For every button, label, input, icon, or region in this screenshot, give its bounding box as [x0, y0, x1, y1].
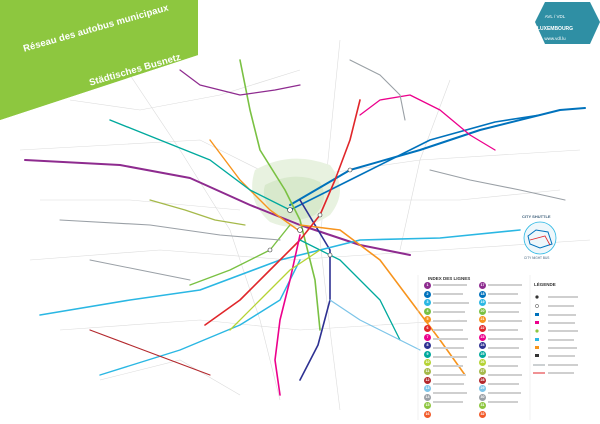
city-night-bus-label: CITY NIGHT BUS [524, 256, 550, 260]
index-rows [433, 284, 523, 403]
line-badge-32[interactable]: 32 [479, 411, 486, 418]
line-badge-30[interactable]: 30 [479, 393, 486, 401]
line-grey-c [429, 169, 566, 201]
city-logo: AVL / VDL LUXEMBOURG www.vdl.lu [526, 8, 584, 48]
line-badge-18[interactable]: 18 [479, 290, 486, 298]
legend-rows [548, 296, 578, 374]
line-badge-16[interactable]: 16 [424, 411, 431, 418]
line-badge-13[interactable]: 13 [424, 385, 431, 393]
legend-title: LÉGENDE [534, 282, 556, 287]
line-olive [149, 199, 246, 226]
line-badge-2[interactable]: 2 [424, 290, 431, 298]
line-lightblue [329, 299, 421, 351]
line-badge-24[interactable]: 24 [479, 342, 486, 350]
line-badge-15[interactable]: 15 [424, 402, 431, 410]
bus-lines [24, 59, 586, 396]
line-grey-a [59, 219, 281, 241]
logo-url: www.vdl.lu [544, 36, 566, 41]
line-badge-28[interactable]: 28 [479, 376, 486, 384]
line-badge-3[interactable]: 3 [424, 299, 431, 307]
line-teal [109, 119, 291, 211]
line-lime [229, 249, 321, 331]
line-badge-29[interactable]: 29 [479, 385, 486, 393]
line-badge-5[interactable]: 5 [424, 316, 431, 324]
line-badge-26[interactable]: 26 [479, 359, 486, 367]
background-streets [19, 39, 591, 411]
line-badge-6[interactable]: 6 [424, 325, 431, 332]
line-badge-20[interactable]: 20 [479, 307, 486, 315]
city-shuttle-inset [523, 221, 557, 255]
line-orange-2 [209, 139, 299, 231]
line-green [239, 59, 321, 331]
line-purple-2 [179, 69, 301, 96]
line-grey-d [89, 259, 191, 281]
line-badge-17[interactable]: 17 [479, 282, 486, 289]
city-centre-area [263, 176, 324, 220]
line-badge-12[interactable]: 12 [424, 376, 431, 384]
line-badge-11[interactable]: 11 [424, 368, 431, 375]
line-badge-27[interactable]: 27 [479, 368, 486, 375]
hub-stops [267, 167, 353, 258]
city-logo-badge [535, 2, 600, 44]
line-cyan-2 [99, 259, 301, 376]
line-grey-b [349, 59, 406, 121]
line-badge-4[interactable]: 4 [424, 307, 431, 315]
line-blue-2 [289, 114, 541, 211]
line-blue [289, 107, 586, 206]
line-badge-23[interactable]: 23 [479, 333, 486, 341]
index-title: INDEX DES LIGNES [428, 276, 471, 281]
line-badge-7[interactable]: 7 [424, 333, 431, 341]
logo-top-label: AVL / VDL [544, 14, 566, 19]
line-badge-9[interactable]: 9 [424, 350, 431, 358]
title-banner-shade [0, 0, 198, 120]
line-red [204, 99, 361, 326]
legend-symbols [533, 295, 545, 374]
line-darkred [89, 329, 211, 376]
line-badge-22[interactable]: 22 [479, 325, 486, 332]
line-badge-25[interactable]: 25 [479, 350, 486, 358]
line-orange [299, 224, 466, 376]
line-badge-31[interactable]: 31 [479, 402, 486, 410]
line-pink [274, 234, 301, 396]
line-badge-1[interactable]: 1 [424, 282, 431, 289]
line-badge-10[interactable]: 10 [424, 359, 431, 367]
line-badge-19[interactable]: 19 [479, 299, 486, 307]
line-green-2 [189, 224, 291, 286]
line-badge-14[interactable]: 14 [424, 393, 431, 401]
logo-city-name: LUXEMBOURG [536, 26, 574, 32]
line-pink-2 [359, 94, 496, 151]
line-badge-21[interactable]: 21 [479, 316, 486, 324]
line-badge-8[interactable]: 8 [424, 342, 431, 350]
city-shuttle-label: CITY SHUTTLE [522, 214, 551, 219]
